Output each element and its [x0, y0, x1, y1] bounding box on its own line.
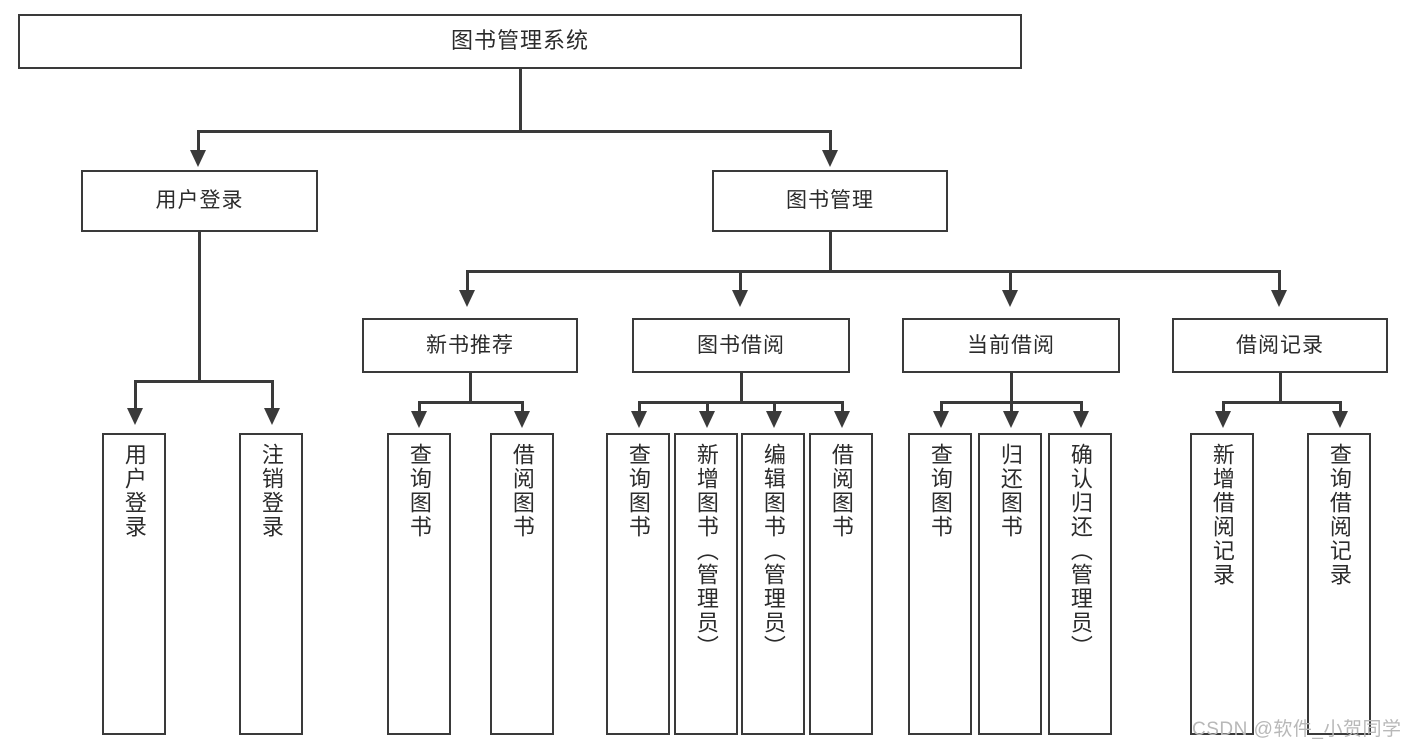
node-label: 归还图书 [997, 443, 1023, 539]
arrow-to-book-borrow [732, 290, 748, 307]
node-book-management[interactable]: 图书管理 [712, 170, 948, 232]
node-label: 编辑图书（管理员） [760, 443, 786, 659]
node-leaf-query-book-recommend[interactable]: 查询图书 [387, 433, 451, 735]
arrow-current-borrow-leaf-2 [1003, 411, 1019, 428]
connector-user-login-drop-1 [134, 380, 137, 410]
node-label: 新书推荐 [426, 333, 514, 357]
connector-user-login-stem [198, 232, 201, 382]
arrow-new-book-leaf-1 [411, 411, 427, 428]
node-label: 图书借阅 [697, 333, 785, 357]
node-label: 图书管理 [786, 189, 874, 213]
node-label: 确认归还（管理员） [1067, 443, 1093, 659]
node-leaf-add-book-admin[interactable]: 新增图书（管理员） [674, 433, 738, 735]
connector-book-borrow-drop-4 [841, 401, 844, 413]
arrow-current-borrow-leaf-1 [933, 411, 949, 428]
connector-book-management-stem [829, 232, 832, 272]
node-label: 借阅记录 [1236, 333, 1324, 357]
connector-book-borrow-drop-3 [773, 401, 776, 413]
arrow-book-borrow-leaf-4 [834, 411, 850, 428]
connector-current-borrow-drop-3 [1080, 401, 1083, 413]
node-leaf-add-borrow-record[interactable]: 新增借阅记录 [1190, 433, 1254, 735]
connector-borrow-record-drop-2 [1339, 401, 1342, 413]
connector-book-borrow-drop-1 [638, 401, 641, 413]
node-root-book-management-system[interactable]: 图书管理系统 [18, 14, 1022, 69]
connector-book-borrow-bus [638, 401, 843, 404]
node-leaf-borrow-book[interactable]: 借阅图书 [809, 433, 873, 735]
arrow-to-new-book-recommend [459, 290, 475, 307]
arrow-current-borrow-leaf-3 [1073, 411, 1089, 428]
connector-root-bus [197, 130, 831, 133]
connector-new-book-drop-1 [418, 401, 421, 413]
node-label: 注销登录 [258, 443, 284, 539]
connector-drop-book-borrow [739, 270, 742, 292]
connector-borrow-record-bus [1222, 401, 1339, 404]
arrow-new-book-leaf-2 [514, 411, 530, 428]
node-leaf-logout[interactable]: 注销登录 [239, 433, 303, 735]
arrow-to-current-borrow [1002, 290, 1018, 307]
connector-new-book-bus [418, 401, 523, 404]
connector-root-to-user-login [197, 130, 200, 152]
arrow-borrow-record-leaf-2 [1332, 411, 1348, 428]
node-leaf-user-login[interactable]: 用户登录 [102, 433, 166, 735]
connector-book-borrow-stem [740, 373, 743, 403]
node-new-book-recommend[interactable]: 新书推荐 [362, 318, 578, 373]
node-label: 当前借阅 [967, 333, 1055, 357]
arrow-root-to-user-login [190, 150, 206, 167]
connector-borrow-record-stem [1279, 373, 1282, 403]
connector-new-book-stem [469, 373, 472, 403]
arrow-to-borrow-record [1271, 290, 1287, 307]
connector-current-borrow-stem [1010, 373, 1013, 403]
node-label: 查询借阅记录 [1326, 443, 1352, 587]
connector-book-borrow-drop-2 [706, 401, 709, 413]
node-label: 查询图书 [927, 443, 953, 539]
node-leaf-query-book-current[interactable]: 查询图书 [908, 433, 972, 735]
node-leaf-borrow-book-recommend[interactable]: 借阅图书 [490, 433, 554, 735]
node-label: 用户登录 [121, 443, 147, 539]
node-leaf-return-book[interactable]: 归还图书 [978, 433, 1042, 735]
node-label: 新增借阅记录 [1209, 443, 1235, 587]
node-leaf-query-book-borrow[interactable]: 查询图书 [606, 433, 670, 735]
connector-root-to-book-management [829, 130, 832, 152]
connector-user-login-bus [134, 380, 273, 383]
arrow-book-borrow-leaf-1 [631, 411, 647, 428]
node-leaf-edit-book-admin[interactable]: 编辑图书（管理员） [741, 433, 805, 735]
connector-current-borrow-drop-1 [940, 401, 943, 413]
node-label: 查询图书 [625, 443, 651, 539]
node-label: 新增图书（管理员） [693, 443, 719, 659]
connector-borrow-record-drop-1 [1222, 401, 1225, 413]
arrow-book-borrow-leaf-3 [766, 411, 782, 428]
node-label: 用户登录 [155, 189, 244, 213]
arrow-user-login-leaf-1 [127, 408, 143, 425]
node-label: 查询图书 [406, 443, 432, 539]
arrow-user-login-leaf-2 [264, 408, 280, 425]
csdn-watermark: CSDN @软件_小贺同学 [1192, 719, 1402, 740]
arrow-root-to-book-management [822, 150, 838, 167]
connector-new-book-drop-2 [521, 401, 524, 413]
connector-drop-new-book [466, 270, 469, 292]
connector-root-stem [519, 69, 522, 132]
connector-drop-borrow-record [1278, 270, 1281, 292]
connector-level3-bus [466, 270, 1280, 273]
node-user-login[interactable]: 用户登录 [81, 170, 318, 232]
connector-user-login-drop-2 [271, 380, 274, 410]
node-label: 图书管理系统 [450, 28, 589, 54]
node-borrow-record[interactable]: 借阅记录 [1172, 318, 1388, 373]
node-leaf-query-borrow-record[interactable]: 查询借阅记录 [1307, 433, 1371, 735]
connector-current-borrow-drop-2 [1010, 401, 1013, 413]
node-leaf-confirm-return-admin[interactable]: 确认归还（管理员） [1048, 433, 1112, 735]
node-label: 借阅图书 [509, 443, 535, 539]
arrow-book-borrow-leaf-2 [699, 411, 715, 428]
node-book-borrow[interactable]: 图书借阅 [632, 318, 850, 373]
node-current-borrow[interactable]: 当前借阅 [902, 318, 1120, 373]
arrow-borrow-record-leaf-1 [1215, 411, 1231, 428]
connector-drop-current-borrow [1009, 270, 1012, 292]
node-label: 借阅图书 [828, 443, 854, 539]
